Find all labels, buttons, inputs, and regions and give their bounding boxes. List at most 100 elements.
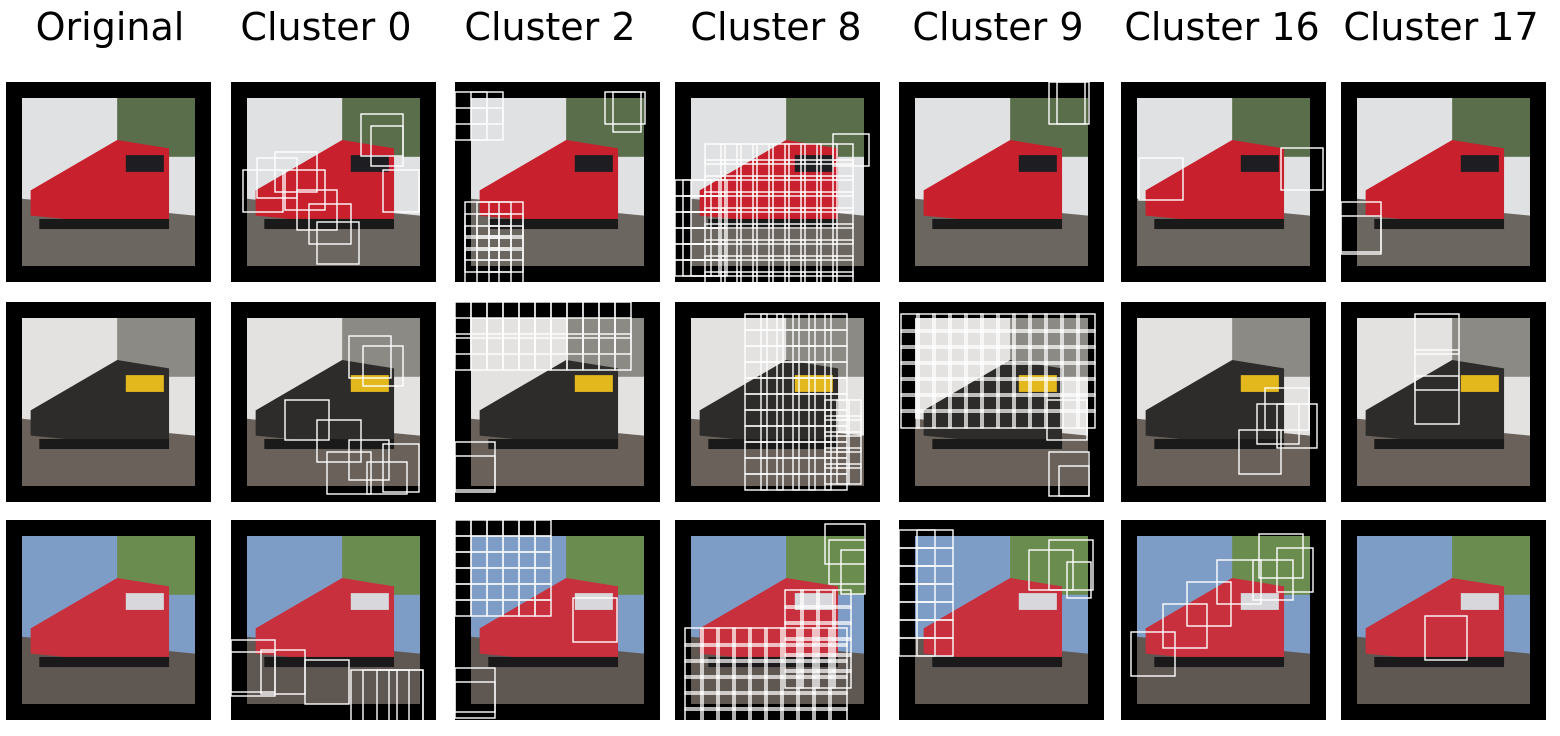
patch-box	[964, 393, 984, 413]
patch-box	[916, 345, 936, 365]
patch-box	[780, 659, 800, 679]
patch-box	[704, 143, 726, 165]
patch-box	[948, 345, 968, 365]
patch-box	[684, 643, 704, 663]
patch-box	[828, 659, 848, 679]
image-patch-tile	[1137, 318, 1318, 486]
patch-box	[572, 597, 618, 643]
cluster-image-tile	[1121, 520, 1326, 720]
patch-box	[716, 707, 736, 720]
patch-box	[800, 271, 822, 282]
image-patch-tile	[22, 98, 195, 266]
patch-box	[720, 223, 742, 245]
patch-box	[752, 207, 774, 229]
patch-box	[1056, 82, 1086, 125]
patch-box	[800, 223, 822, 245]
patch-box	[900, 393, 920, 413]
patch-box	[231, 651, 276, 697]
patch-box	[736, 191, 758, 213]
patch-box	[1060, 393, 1080, 413]
patch-box	[800, 669, 820, 689]
patch-box	[1044, 393, 1064, 413]
patch-box	[808, 473, 832, 491]
patch-box	[932, 313, 952, 333]
cluster-image-tile	[899, 302, 1104, 502]
patch-box	[748, 691, 768, 711]
undercarriage	[264, 656, 395, 668]
patch-box	[816, 669, 836, 689]
image-patch-tile	[242, 98, 420, 266]
patch-box	[784, 271, 806, 282]
undercarriage	[1154, 218, 1285, 230]
cluster-image-tile	[231, 520, 436, 720]
train-window	[125, 593, 164, 610]
undercarriage	[932, 218, 1063, 230]
patch-box	[1414, 313, 1460, 355]
train-window	[350, 593, 389, 610]
cluster-image-tile	[899, 82, 1104, 282]
image-patch-tile	[231, 536, 424, 720]
patch-box	[614, 333, 632, 371]
patch-box	[800, 637, 820, 657]
image-patch-tile	[247, 318, 420, 495]
patch-box	[832, 271, 854, 282]
image-patch-tile	[684, 523, 866, 720]
patch-box	[1044, 377, 1064, 397]
patch-box	[932, 409, 952, 429]
patch-box	[980, 409, 1000, 429]
patch-box	[784, 637, 804, 657]
patch-box	[700, 691, 720, 711]
patch-box	[1076, 361, 1096, 381]
photo	[1137, 98, 1310, 266]
train-window	[574, 593, 613, 610]
patch-box	[518, 520, 536, 537]
patch-box	[455, 520, 472, 537]
undercarriage	[1154, 656, 1285, 668]
patch-box	[800, 159, 822, 181]
cluster-image-tile	[675, 82, 880, 282]
patch-box	[780, 643, 800, 663]
patch-box	[455, 599, 472, 617]
patch-box	[370, 125, 404, 167]
image-patch-tile	[899, 529, 1094, 704]
patch-box	[980, 393, 1000, 413]
patch-box	[348, 335, 392, 379]
patch-box	[752, 159, 774, 181]
patch-box	[816, 159, 838, 181]
patch-box	[980, 329, 1000, 349]
patch-box	[1012, 409, 1032, 429]
patch-box	[304, 659, 350, 705]
patch-box	[716, 675, 736, 695]
patch-box	[455, 583, 472, 601]
patch-box	[534, 520, 552, 537]
train-window	[350, 155, 389, 172]
patch-box	[720, 255, 742, 277]
patch-box	[455, 681, 496, 719]
patch-box	[816, 191, 838, 213]
undercarriage	[39, 438, 170, 450]
image-patch-tile	[1137, 98, 1324, 266]
image-patch-tile	[1341, 98, 1530, 266]
patch-box	[812, 675, 832, 695]
patch-box	[720, 143, 742, 165]
patch-box	[812, 659, 832, 679]
patch-box	[764, 643, 784, 663]
undercarriage	[39, 656, 170, 668]
patch-box	[948, 361, 968, 381]
patch-box	[1076, 313, 1096, 333]
photo	[22, 98, 195, 266]
undercarriage	[932, 438, 1063, 450]
train-window	[1460, 593, 1499, 610]
patch-box	[700, 643, 720, 663]
patch-box	[800, 653, 820, 673]
image-patch-tile	[455, 91, 646, 282]
patch-box	[1138, 157, 1184, 201]
patch-box	[948, 329, 968, 349]
train-window	[574, 155, 613, 172]
patch-box	[736, 239, 758, 261]
patch-box	[916, 637, 954, 657]
patch-box	[816, 223, 838, 245]
patch-box	[502, 520, 520, 537]
patch-box	[900, 345, 920, 365]
patch-box	[916, 361, 936, 381]
